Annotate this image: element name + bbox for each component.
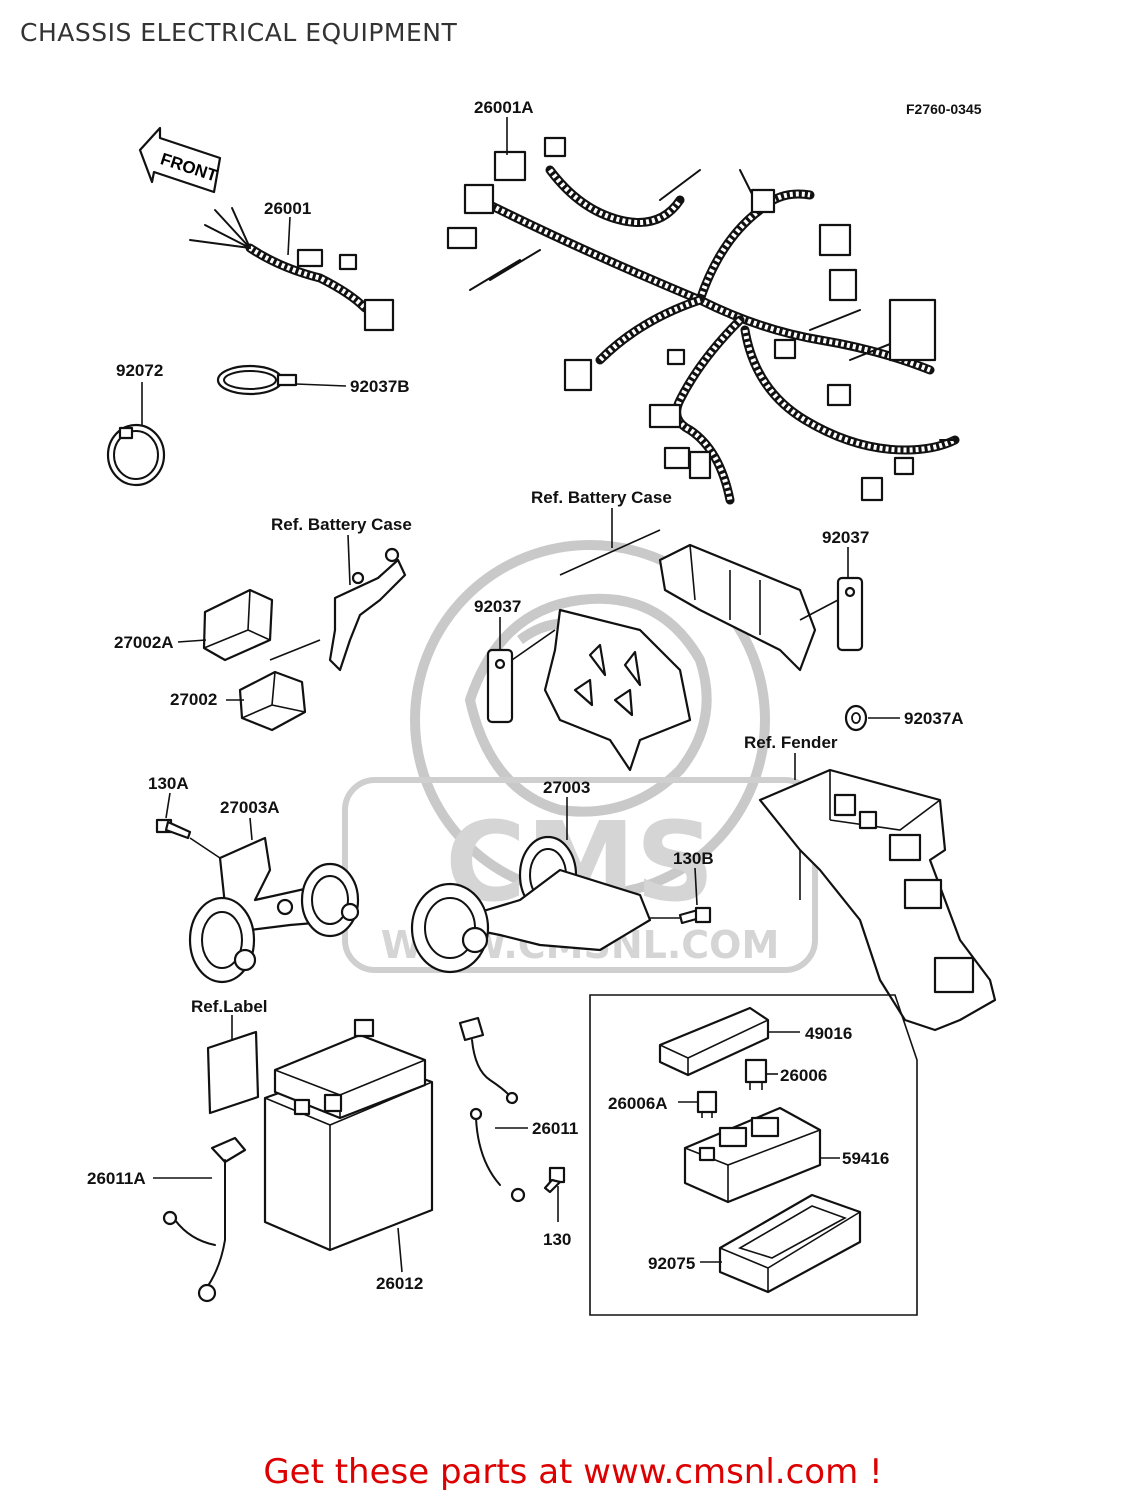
- band-92037B: [216, 364, 298, 396]
- callout-27002A: 27002A: [114, 633, 174, 652]
- fuse-26006A: [696, 1090, 718, 1118]
- lead-26011: [458, 1016, 526, 1203]
- callout-26001A: 26001A: [474, 98, 534, 117]
- main-harness-26001A: [446, 136, 960, 505]
- callout-92037-right: 92037: [822, 528, 869, 547]
- page-title: CHASSIS ELECTRICAL EQUIPMENT: [20, 18, 458, 47]
- callout-ref-fender: Ref. Fender: [744, 733, 838, 752]
- callout-27003: 27003: [543, 778, 590, 797]
- bolt-130: [543, 1166, 566, 1194]
- callout-92037A: 92037A: [904, 709, 964, 728]
- bolt-130B: [678, 906, 712, 925]
- front-arrow-icon: FRONT: [138, 126, 222, 194]
- clip-92037A: [844, 704, 868, 732]
- horn-27003: [410, 835, 652, 974]
- callout-130A: 130A: [148, 774, 189, 793]
- relay-27002A: [202, 588, 274, 662]
- lead-26011A: [162, 1136, 247, 1303]
- ref-label-sticker: [206, 1030, 260, 1115]
- callout-92037-left: 92037: [474, 597, 521, 616]
- callout-27003A: 27003A: [220, 798, 280, 817]
- clamp-92072: [106, 423, 166, 487]
- fuse-box-cover-49016: [658, 1006, 770, 1077]
- callout-26006A: 26006A: [608, 1094, 668, 1113]
- callout-27002: 27002: [170, 690, 217, 709]
- horn-27003A: [188, 836, 360, 984]
- callout-26012: 26012: [376, 1274, 423, 1293]
- figure-code: F2760-0345: [906, 101, 982, 117]
- callout-130B: 130B: [673, 849, 714, 868]
- callout-ref-battery-case-right: Ref. Battery Case: [531, 488, 672, 507]
- bracket-left: [328, 547, 407, 672]
- battery-holder: [658, 543, 817, 672]
- fuse-box-tray-92075: [718, 1193, 862, 1294]
- strap-92037-right: [836, 576, 864, 652]
- callout-26011: 26011: [532, 1119, 578, 1138]
- callout-92037B: 92037B: [350, 377, 410, 396]
- callout-26001: 26001: [264, 199, 311, 218]
- callout-59416: 59416: [842, 1149, 889, 1168]
- harness-26001: [189, 207, 395, 332]
- cta-link[interactable]: Get these parts at www.cmsnl.com !: [263, 1452, 883, 1492]
- relay-27002: [238, 670, 307, 732]
- callout-26006: 26006: [780, 1066, 827, 1085]
- fuse-box-59416: [683, 1106, 822, 1204]
- callout-49016: 49016: [805, 1024, 852, 1043]
- callout-130: 130: [543, 1230, 571, 1249]
- fuse-26006: [744, 1058, 768, 1090]
- bolt-130A: [155, 818, 192, 840]
- callout-92075: 92075: [648, 1254, 695, 1273]
- callout-26011A: 26011A: [87, 1169, 146, 1188]
- callout-ref-battery-case-left: Ref. Battery Case: [271, 515, 412, 534]
- battery-26012: [263, 1018, 434, 1252]
- rear-fender: [758, 768, 997, 1032]
- callout-ref-label: Ref.Label: [191, 997, 268, 1016]
- strap-92037-left: [486, 648, 514, 724]
- battery-case-bracket: [543, 608, 692, 772]
- fuse-box-group-frame: [589, 994, 918, 1316]
- callout-92072: 92072: [116, 361, 163, 380]
